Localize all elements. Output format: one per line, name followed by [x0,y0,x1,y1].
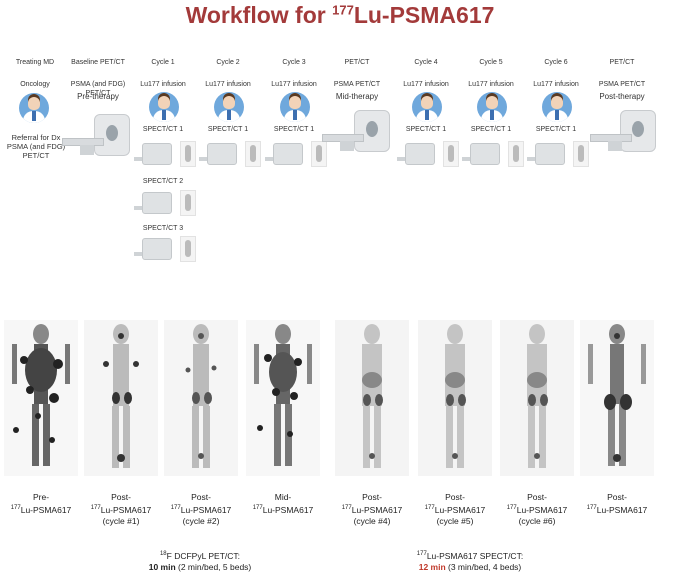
column-cycle-3: Cycle 3 Lu177 infusion [259,58,329,92]
column-header: PET/CT [344,59,370,66]
scan-image-pre [4,320,78,476]
column-treating-md: Treating MD Oncology [0,58,70,92]
column-note: Mid-therapy [335,92,379,101]
spect-timing-note: 177Lu-PSMA617 SPECT/CT: 12 min (3 min/be… [416,550,524,572]
column-sub: PSMA PET/CT [333,81,381,88]
spect-label: SPECT/CT 1 [405,126,447,133]
column-header: Cycle 5 [479,59,503,66]
caption-cycle-5: Post-177Lu-PSMA617(cycle #5) [424,492,486,526]
spect-label-2: SPECT/CT 2 [142,178,184,185]
caption-pre: Pre-177Lu-PSMA617 [10,492,72,515]
column-cycle-6: Cycle 6 Lu177 infusion [521,58,591,92]
doctor-icon [412,92,442,122]
doctor-icon [280,92,310,122]
pet-timing-note: 18F DCFPyL PET/CT: 10 min (2 min/bed, 5 … [148,550,252,572]
column-header: Cycle 2 [216,59,240,66]
spect-scanner-icon [527,141,589,167]
caption-cycle-4: Post-177Lu-PSMA617(cycle #4) [341,492,403,526]
spect-scanner-icon [397,141,459,167]
column-baseline: Baseline PET/CT PSMA (and FDG) PET/CT Pr… [63,58,133,101]
column-sub: Lu177 infusion [403,81,449,88]
spect-scanner-icon [199,141,261,167]
doctor-icon [542,92,572,122]
column-header: Cycle 1 [151,59,175,66]
spect-label: SPECT/CT 1 [273,126,315,133]
column-sub: PSMA (and FDG) PET/CT [70,81,126,97]
column-sub: Oncology [20,81,50,88]
scan-image-post [580,320,654,476]
column-header: Cycle 6 [544,59,568,66]
column-header: PET/CT [609,59,635,66]
caption-mid: Mid-177Lu-PSMA617 [252,492,314,515]
pet-ct-scanner-icon [322,110,390,154]
spect-label: SPECT/CT 1 [470,126,512,133]
caption-cycle-2: Post-177Lu-PSMA617(cycle #2) [170,492,232,526]
column-cycle-2: Cycle 2 Lu177 infusion [193,58,263,92]
spect-label: SPECT/CT 1 [142,126,184,133]
spect-scanner-icon [134,141,196,167]
doctor-icon [477,92,507,122]
scan-image-cycle-5 [418,320,492,476]
column-header: Baseline PET/CT [71,59,125,66]
caption-post: Post-177Lu-PSMA617 [586,492,648,515]
column-note: Post-therapy [599,92,645,101]
doctor-icon [214,92,244,122]
spect-scanner-icon [134,236,196,262]
spect-scanner-icon [462,141,524,167]
column-sub: Lu177 infusion [271,81,317,88]
column-cycle-5: Cycle 5 Lu177 infusion [456,58,526,92]
scan-image-cycle-1 [84,320,158,476]
scan-image-cycle-4 [335,320,409,476]
scan-image-mid [246,320,320,476]
pet-ct-scanner-icon [62,114,130,158]
column-sub: Lu177 infusion [205,81,251,88]
spect-scanner-icon [134,190,196,216]
referral-note: Referral for Dx PSMA (and FDG) PET/CT [6,133,66,160]
column-header: Cycle 3 [282,59,306,66]
spect-label: SPECT/CT 1 [207,126,249,133]
column-sub: Lu177 infusion [468,81,514,88]
column-header: Treating MD [15,59,55,66]
doctor-icon [19,93,49,123]
spect-scanner-icon [265,141,327,167]
column-post-pet: PET/CT PSMA PET/CT Post-therapy [587,58,657,101]
column-mid-pet: PET/CT PSMA PET/CT Mid-therapy [322,58,392,101]
pet-ct-scanner-icon [590,110,656,154]
column-sub: Lu177 infusion [140,81,186,88]
doctor-icon [149,92,179,122]
column-cycle-4: Cycle 4 Lu177 infusion [391,58,461,92]
caption-cycle-1: Post-177Lu-PSMA617(cycle #1) [90,492,152,526]
column-note: Pre-therapy [77,92,119,101]
page-title: Workflow for 177Lu-PSMA617 [185,2,495,28]
caption-cycle-6: Post-177Lu-PSMA617(cycle #6) [506,492,568,526]
scan-image-cycle-6 [500,320,574,476]
scan-image-cycle-2 [164,320,238,476]
column-header: Cycle 4 [414,59,438,66]
spect-label: SPECT/CT 1 [535,126,577,133]
column-sub: PSMA PET/CT [598,81,646,88]
column-cycle-1: Cycle 1 Lu177 infusion [128,58,198,92]
spect-label-3: SPECT/CT 3 [142,225,184,232]
column-sub: Lu177 infusion [533,81,579,88]
